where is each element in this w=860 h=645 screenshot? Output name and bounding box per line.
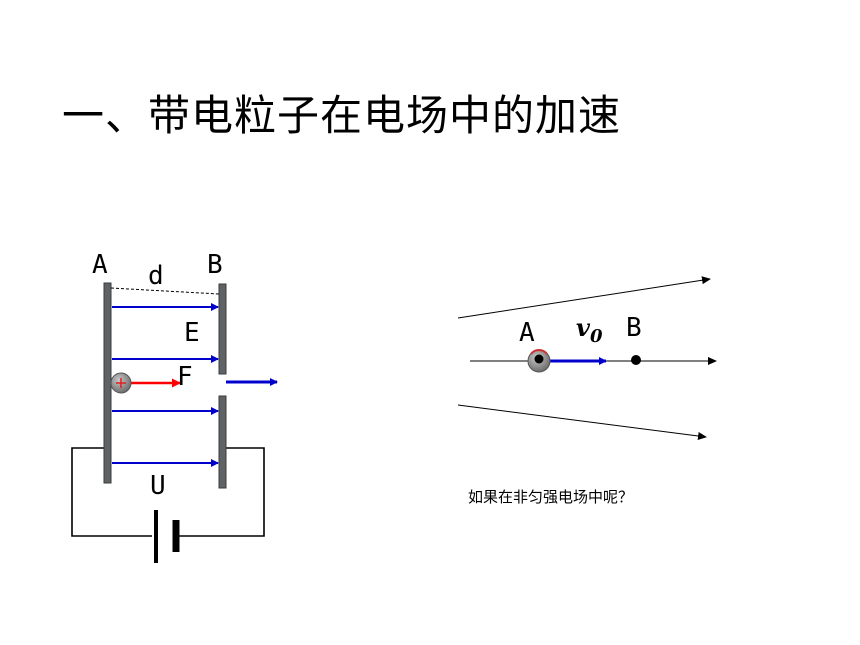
plate-b-lower	[218, 395, 227, 489]
voltage-u-label: U	[150, 471, 166, 501]
gap-d-label: d	[148, 261, 164, 291]
circuit-wire	[71, 447, 265, 537]
velocity-symbol: v	[576, 313, 591, 342]
slide-title: 一、带电粒子在电场中的加速	[62, 91, 622, 140]
plate-b-label: B	[207, 250, 223, 280]
velocity-subscript: 0	[590, 326, 603, 347]
plate-a	[103, 282, 112, 484]
nonuniform-field-figure: A B v0 如果在非匀强电场中呢？	[457, 276, 717, 506]
field-e-label: E	[184, 318, 200, 348]
field-lines	[112, 303, 219, 467]
positive-charge-particle	[110, 372, 132, 394]
plate-a-label: A	[92, 250, 108, 280]
point-b-label: B	[626, 313, 642, 343]
velocity-v0-label: v0	[576, 313, 603, 347]
plate-b-upper	[218, 283, 227, 375]
point-b-dot	[631, 355, 641, 365]
nonuniform-question: 如果在非匀强电场中呢？	[468, 488, 633, 506]
field-line-upper	[457, 276, 711, 319]
force-f-label: F	[177, 362, 193, 392]
battery-symbol	[154, 510, 180, 563]
particle-at-a	[527, 349, 551, 373]
capacitor-figure: A B d E F U	[71, 250, 278, 563]
field-line-lower	[457, 404, 707, 440]
point-a-label: A	[519, 318, 535, 348]
gap-dashed-line	[110, 287, 220, 295]
